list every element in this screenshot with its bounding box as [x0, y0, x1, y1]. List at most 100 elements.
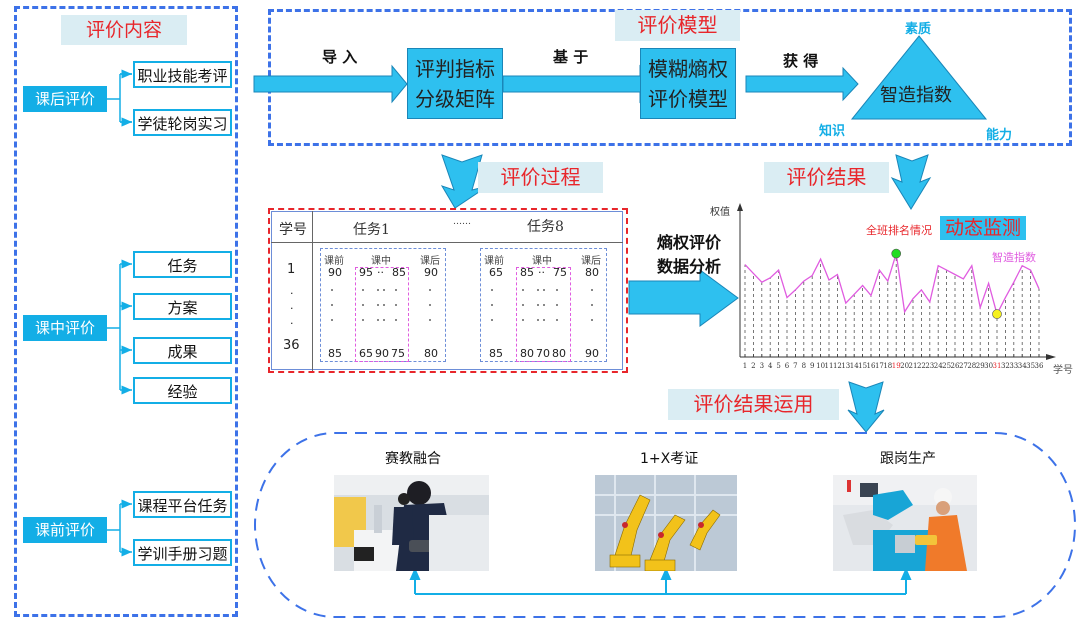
x-tick-label: 1 [743, 362, 747, 370]
x-tick-label: 11 [825, 362, 834, 370]
x-tick-label: 26 [951, 362, 960, 370]
x-tick-label: 36 [1035, 362, 1044, 370]
task1-first-pre: 90 [328, 266, 342, 279]
x-tick-label: 5 [776, 362, 780, 370]
category-in-class: 课中评价 [23, 315, 107, 341]
x-axis-arrow [1046, 354, 1056, 360]
highlight-point-max [891, 248, 901, 259]
task8-mid-group [516, 267, 571, 362]
triangle-center-label: 智造指数 [880, 85, 952, 106]
score-table-column-divider [312, 211, 313, 371]
table-dot [429, 289, 431, 291]
process-panel [268, 208, 628, 373]
photo-industrial-robots [595, 475, 737, 571]
task1-phase-mid: 课中 [371, 256, 391, 267]
triangle-top-label: 素质 [905, 22, 932, 37]
table-dot [429, 319, 431, 321]
x-tick-label: 20 [900, 362, 909, 370]
table-dot [331, 319, 333, 321]
header-task-8: 任务8 [527, 219, 564, 235]
task1-first-mid-c: 85 [392, 266, 406, 279]
model-arrows [253, 35, 988, 120]
header-task-1: 任务1 [353, 222, 390, 238]
box2-line1: 模糊熵权 [648, 56, 728, 81]
x-axis-label: 学号 [1053, 365, 1073, 376]
table-dot [395, 319, 397, 321]
task1-last-mid-a: 65 [359, 347, 373, 360]
table-ellipsis-dots [331, 289, 593, 321]
label-import: 导 入 [322, 48, 358, 66]
category-after-class: 课后评价 [23, 86, 107, 112]
label-based-on: 基 于 [553, 48, 589, 66]
x-tick-label: 6 [785, 362, 790, 370]
arrow-to-result [890, 154, 932, 210]
x-tick-label: 29 [976, 362, 985, 370]
item-vocational-skill-assessment: 职业技能考评 [133, 61, 232, 88]
y-axis-arrow [737, 203, 743, 211]
content-panel [14, 6, 238, 617]
x-tick-label: 7 [793, 362, 797, 370]
task1-first-mid-a: 95 [359, 266, 373, 279]
table-dot [591, 319, 593, 321]
row-id-dot1: . [290, 284, 294, 297]
series-label: 智造指数 [992, 251, 1036, 264]
content-panel-connectors [107, 69, 240, 557]
table-dot [556, 304, 558, 306]
table-dot [362, 319, 364, 321]
task1-mid-group [355, 267, 409, 362]
task8-last-pre: 85 [489, 347, 503, 360]
analysis-label-line1: 熵权评价 [657, 233, 722, 252]
table-dot [429, 304, 431, 306]
item-experience: 经验 [133, 377, 232, 404]
box1-line1: 评判指标 [415, 56, 495, 81]
x-tick-label: 25 [942, 362, 951, 370]
task1-first-mid-b: ·· [377, 266, 384, 279]
task8-last-mid-c: 80 [552, 347, 566, 360]
x-tick-label: 12 [833, 362, 842, 370]
table-dot [591, 304, 593, 306]
table-dot [377, 304, 379, 306]
content-panel-title: 评价内容 [61, 15, 187, 45]
application-panel-title: 评价结果运用 [668, 389, 839, 420]
table-dot [331, 289, 333, 291]
task1-first-post: 90 [424, 266, 438, 279]
arrow-import [253, 64, 408, 104]
score-table-header-divider [271, 242, 623, 243]
table-dot [491, 289, 493, 291]
table-dot [537, 319, 539, 321]
x-tick-label: 16 [867, 362, 876, 370]
x-tick-label: 13 [841, 362, 850, 370]
x-tick-label: 22 [917, 362, 926, 370]
item-result: 成果 [133, 337, 232, 364]
model-panel-title: 评价模型 [615, 10, 740, 41]
table-dot [377, 289, 379, 291]
task8-first-mid-c: 75 [553, 266, 567, 279]
task8-phase-mid: 课中 [532, 256, 552, 267]
x-tick-label: 18 [883, 362, 892, 370]
table-dot [522, 289, 524, 291]
table-dot [537, 304, 539, 306]
x-tick-label: 32 [1001, 362, 1010, 370]
row-id-first: 1 [287, 262, 296, 277]
task1-last-pre: 85 [328, 347, 342, 360]
arrow-to-application [847, 381, 885, 433]
box2-line2: 评价模型 [648, 86, 728, 111]
x-tick-label: 4 [768, 362, 773, 370]
task8-last-mid-a: 80 [520, 347, 534, 360]
triangle-left-label: 知识 [819, 124, 846, 139]
table-dot [331, 304, 333, 306]
x-tick-label: 34 [1018, 362, 1027, 370]
header-ellipsis: …… [453, 217, 471, 227]
application-label-job-shadowing: 跟岗生产 [880, 451, 936, 467]
row-id-dot2: . [290, 299, 294, 312]
x-tick-label: 8 [802, 362, 806, 370]
table-dot [377, 319, 379, 321]
table-dot [383, 319, 385, 321]
x-tick-label: 10 [816, 362, 825, 370]
item-apprentice-rotation: 学徒轮岗实习 [133, 109, 232, 136]
task8-last-mid-b: 70 [536, 347, 550, 360]
table-dot [543, 289, 545, 291]
x-tick-label: 17 [875, 362, 884, 370]
box-evaluation-index-matrix: 评判指标 分级矩阵 [407, 48, 503, 119]
